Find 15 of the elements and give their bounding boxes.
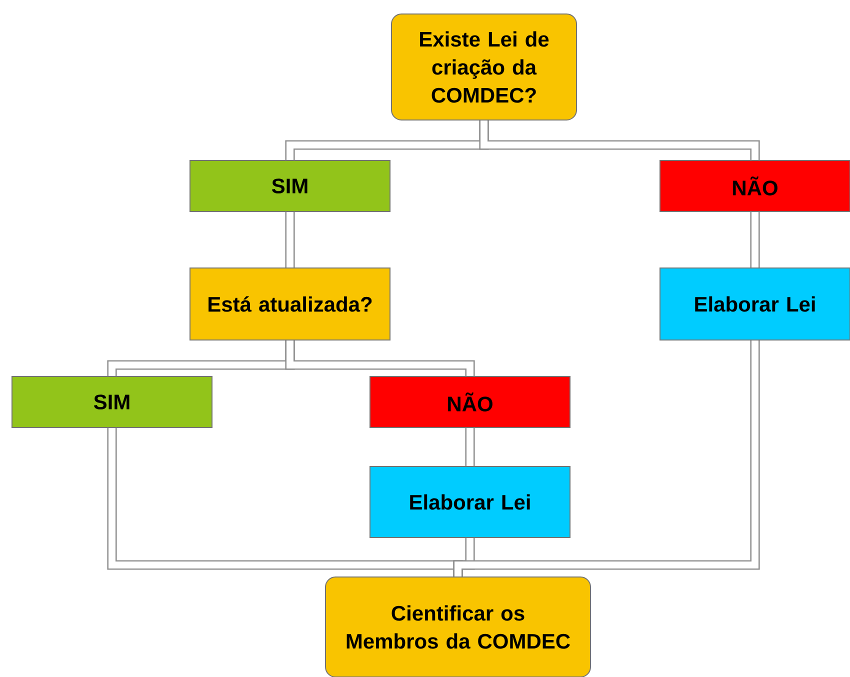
answer-box: SIM bbox=[12, 376, 212, 428]
pipe-connector bbox=[453, 340, 760, 576]
action-box: Cientificar os Membros da COMDEC bbox=[325, 576, 591, 677]
answer-box: NÃO bbox=[370, 376, 570, 428]
pipe-connector bbox=[750, 212, 760, 268]
question-box: Está atualizada? bbox=[190, 268, 390, 340]
pipe-connector bbox=[285, 340, 475, 376]
action-box: Elaborar Lei bbox=[660, 268, 850, 340]
answer-box: NÃO bbox=[660, 160, 850, 212]
question-box: Existe Lei de criação da COMDEC? bbox=[391, 14, 577, 120]
pipe-connector bbox=[285, 212, 295, 268]
pipe-connector bbox=[465, 428, 475, 466]
action-box: Elaborar Lei bbox=[370, 466, 570, 538]
answer-box: SIM bbox=[190, 160, 390, 212]
pipe-connector bbox=[479, 120, 760, 160]
